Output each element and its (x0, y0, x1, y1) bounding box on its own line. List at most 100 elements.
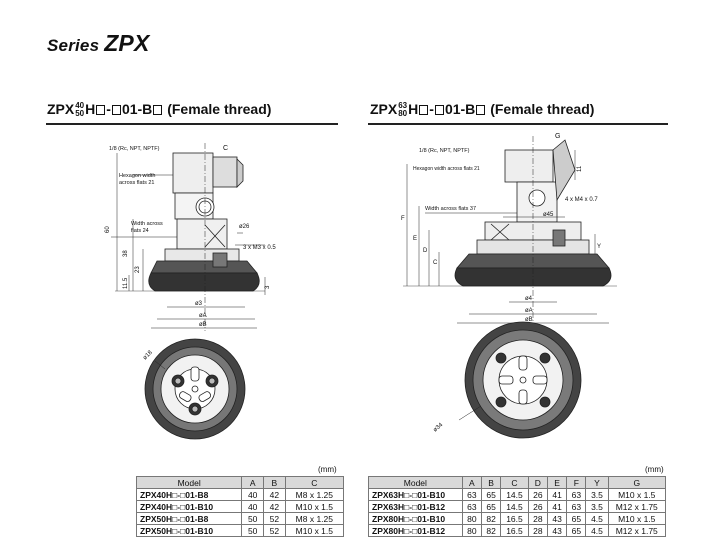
option-box (434, 105, 444, 115)
column-header: Y (585, 476, 609, 489)
left-c-label: C (223, 145, 228, 152)
left-side-view (111, 143, 266, 331)
value-cell: 40 (241, 488, 265, 501)
model-cell: ZPX40H□-□01-B8 (135, 488, 243, 501)
value-cell: 52 (263, 524, 286, 537)
value-cell: 52 (263, 512, 286, 525)
column-header: C (500, 476, 529, 489)
value-cell: 82 (480, 524, 502, 537)
right-bottom-view (458, 321, 582, 439)
option-box (111, 105, 121, 115)
left-bottom-view (144, 338, 246, 440)
value-cell: M8 x 1.25 (284, 512, 345, 525)
right-title-h: H (408, 101, 419, 117)
value-cell: 43 (546, 524, 568, 537)
right-dim-d: D (423, 248, 428, 254)
option-box (419, 105, 429, 115)
right-dim-e: E (413, 236, 417, 242)
value-cell: 14.5 (500, 500, 529, 513)
column-header: Model (135, 476, 243, 489)
value-cell: 4.5 (585, 512, 609, 525)
value-cell: 28 (527, 512, 548, 525)
right-drawing: 1/8 (Rc, NPT, NPTF) G Hexagon width acro… (401, 133, 617, 439)
column-header: B (263, 476, 286, 489)
right-screws: 4 x M4 x 0.7 (565, 197, 598, 203)
value-cell: M10 x 1.5 (607, 512, 666, 525)
left-title-dash: - (106, 101, 111, 117)
left-dia3: ø3 (195, 301, 203, 307)
value-cell: 26 (527, 500, 548, 513)
value-cell: 14.5 (500, 488, 529, 501)
column-header: B (480, 476, 502, 489)
column-header: Model (368, 476, 463, 489)
value-cell: 3.5 (585, 500, 609, 513)
left-table-unit: (mm) (318, 465, 337, 474)
column-header: C (284, 476, 345, 489)
value-cell: 63 (566, 500, 587, 513)
right-g-label: G (555, 133, 560, 140)
left-dia26: ø26 (239, 224, 250, 230)
value-cell: 65 (480, 500, 502, 513)
value-cell: 41 (546, 488, 568, 501)
right-dim-y: Y (597, 244, 601, 250)
value-cell: M12 x 1.75 (607, 500, 666, 513)
left-width-label-2: flats 24 (131, 228, 149, 234)
model-cell: ZPX63H□-□01-B10 (368, 488, 463, 501)
left-title-suffix: (Female thread) (167, 101, 272, 117)
column-header: A (461, 476, 482, 489)
value-cell: M12 x 1.75 (607, 524, 666, 537)
value-cell: 43 (546, 512, 568, 525)
right-title-thread: 01-B (444, 101, 476, 117)
left-size-top: 40 (75, 101, 85, 111)
value-cell: 80 (461, 512, 482, 525)
left-dim-3: 3 (265, 285, 271, 289)
right-size-bottom: 80 (398, 109, 408, 119)
right-title-rule (368, 123, 668, 125)
left-title-rule (46, 123, 338, 125)
model-cell: ZPX50H□-□01-B10 (135, 524, 243, 537)
value-cell: 65 (566, 512, 587, 525)
left-width-label-1: Width across (131, 221, 163, 227)
right-size-top: 63 (398, 101, 408, 111)
model-cell: ZPX80H□-□01-B12 (368, 524, 463, 537)
right-diaB: øB (525, 317, 533, 323)
left-title-h: H (85, 101, 96, 117)
left-dim-60: 60 (105, 226, 111, 233)
value-cell: 4.5 (585, 524, 609, 537)
value-cell: 26 (527, 488, 548, 501)
left-hex-label-2: across flats 21 (119, 180, 154, 186)
value-cell: 50 (241, 512, 265, 525)
model-cell: ZPX80H□-□01-B10 (368, 512, 463, 525)
left-dim-38: 38 (123, 250, 129, 257)
left-dim-23: 23 (135, 266, 141, 273)
value-cell: 82 (480, 512, 502, 525)
value-cell: 3.5 (585, 488, 609, 501)
value-cell: M10 x 1.5 (284, 524, 345, 537)
value-cell: 42 (263, 500, 286, 513)
right-side-view (403, 136, 617, 326)
right-dim-11: 11 (577, 165, 583, 172)
right-dia4: ø4 (525, 296, 533, 302)
left-drawing: 1/8 (Rc, NPT, NPTF) C Hexagon width acro… (105, 143, 276, 440)
left-title-prefix: ZPX (47, 101, 75, 117)
value-cell: 50 (241, 524, 265, 537)
model-cell: ZPX63H□-□01-B12 (368, 500, 463, 513)
right-port-label: 1/8 (Rc, NPT, NPTF) (419, 148, 470, 154)
value-cell: 63 (566, 488, 587, 501)
right-table-unit: (mm) (645, 465, 664, 474)
option-box (96, 105, 106, 115)
left-size-bottom: 50 (75, 109, 85, 119)
value-cell: 63 (461, 500, 482, 513)
left-hex-label-1: Hexagon width (119, 173, 155, 179)
left-screws: 3 x M3 x 0.5 (243, 245, 276, 251)
series-prefix: Series (47, 36, 100, 55)
